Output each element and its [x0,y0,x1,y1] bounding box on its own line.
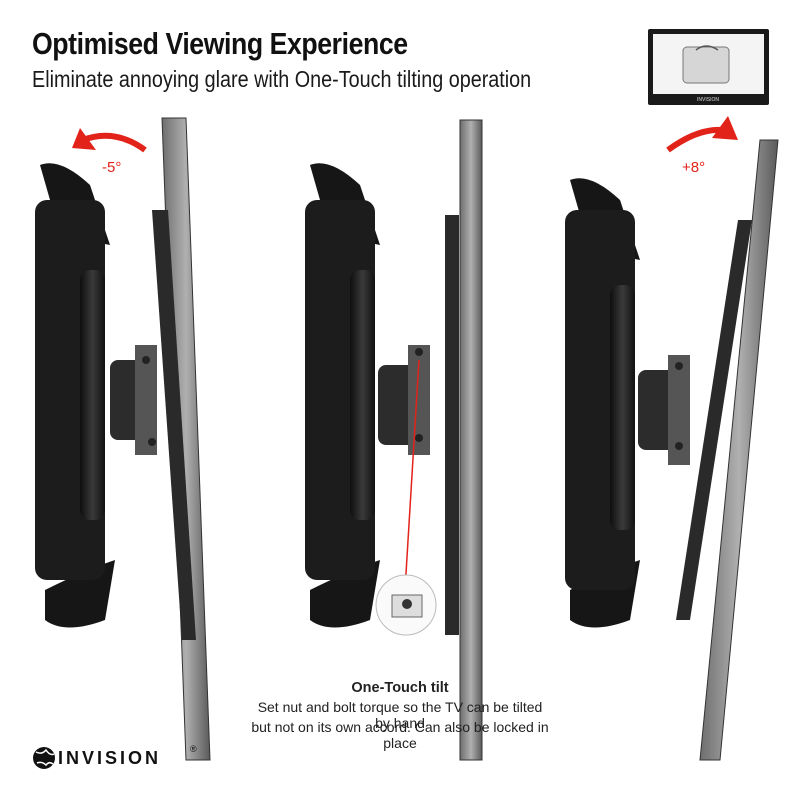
caption-title: One-Touch tilt [351,680,449,696]
caption-line-1: Set nut and bolt torque so the TV can be… [257,699,543,731]
thumbnail-brand: INVISION [697,97,719,103]
page-title: Optimised Viewing Experience [32,26,408,61]
globe-icon [33,747,55,769]
tv-thumbnail-icon: INVISION [648,29,769,105]
angle-label-right: +8° [682,159,705,176]
mount-panel-center [305,119,483,761]
page-subtitle: Eliminate annoying glare with One-Touch … [32,66,532,92]
mount-panel-right [565,139,779,761]
registered-mark: ® [190,744,197,754]
caption-line-2: but not on its own accord. Can also be l… [251,719,549,751]
angle-label-left: -5° [102,159,121,176]
tilt-down-arrow-icon [666,116,738,153]
tilt-up-arrow-icon [72,128,147,153]
brand-logo: INVISION [58,748,162,768]
mount-panel-left [35,117,211,761]
